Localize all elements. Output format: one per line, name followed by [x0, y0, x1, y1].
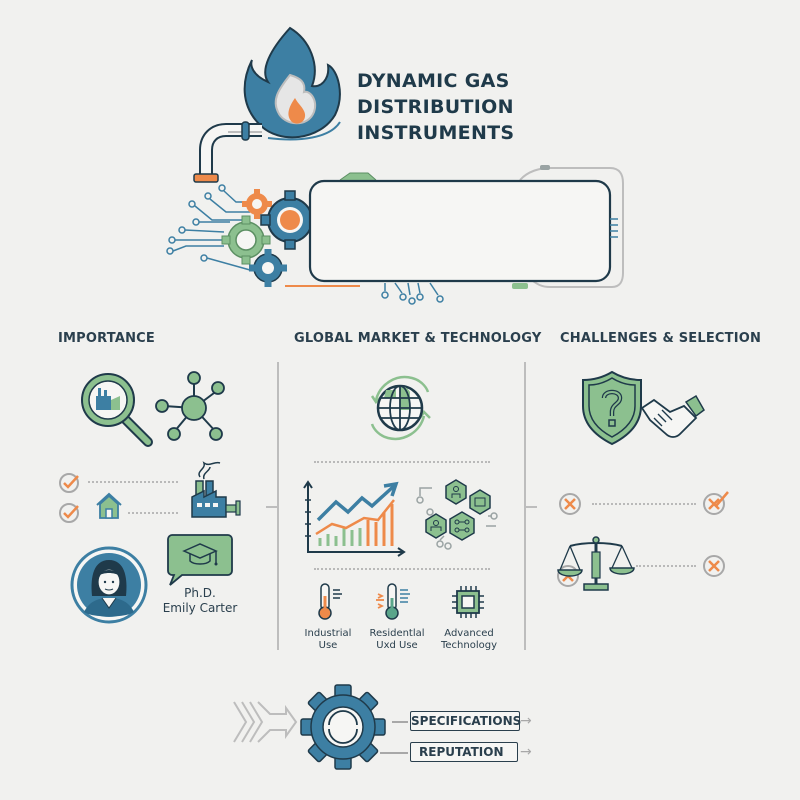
title-line-1: DYNAMIC GAS — [357, 70, 510, 92]
dotted-connector — [636, 565, 696, 567]
connector-line — [392, 721, 408, 723]
use-label-advanced: Advanced Technology — [434, 628, 504, 652]
use-label-line2: Technology — [440, 640, 497, 651]
arrow-right-icon: → — [520, 713, 532, 729]
use-label-line1: Residentlal — [369, 628, 425, 639]
graduation-cap-icon — [167, 534, 233, 586]
magnifier-factory-icon — [81, 373, 153, 447]
arrow-right-icon: → — [520, 744, 532, 760]
expert-label: Ph.D. Emily Carter — [150, 586, 250, 616]
network-hub-icon — [155, 371, 225, 441]
header: DYNAMIC GAS DISTRIBUTION INSTRUMENTS — [0, 0, 800, 305]
divider-right-tick — [525, 506, 537, 508]
growth-chart-icon — [303, 480, 406, 557]
dotted-connector — [592, 503, 696, 505]
section-title-global-market: GLOBAL MARKET & TECHNOLOGY — [294, 331, 542, 346]
section-title-importance: IMPORTANCE — [58, 331, 155, 346]
use-label-residential: Residentlal Uxd Use — [364, 628, 430, 652]
title-line-2: DISTRIBUTION — [357, 96, 514, 118]
flame-pipe-icon — [193, 26, 341, 183]
globe-cycle-icon — [370, 375, 431, 441]
avatar[interactable] — [70, 546, 148, 624]
x-check-circle-icon[interactable] — [702, 490, 730, 518]
use-label-industrial: Industrial Use — [298, 628, 358, 652]
use-label-line2: Uxd Use — [376, 640, 418, 651]
x-circle-icon[interactable] — [702, 554, 726, 578]
house-icon — [96, 492, 122, 519]
dotted-connector — [88, 481, 178, 483]
banner-text — [320, 190, 610, 270]
divider-left-tick — [266, 506, 278, 508]
use-label-line1: Advanced — [444, 628, 494, 639]
dotted-connector — [314, 568, 490, 570]
use-label-line1: Industrial — [304, 628, 352, 639]
shield-question-icon — [582, 370, 642, 446]
title-line-3: INSTRUMENTS — [357, 122, 515, 144]
divider-left — [277, 362, 279, 650]
chevron-arrows-icon — [233, 701, 298, 743]
expert-name: Emily Carter — [162, 601, 238, 615]
connector-line — [380, 752, 408, 754]
dotted-connector — [128, 512, 178, 514]
banner-frame — [308, 165, 624, 305]
central-gear-icon — [300, 684, 386, 770]
x-circle-icon[interactable] — [558, 492, 582, 516]
section-title-challenges: CHALLENGES & SELECTION — [560, 331, 762, 346]
use-label-line2: Use — [318, 640, 338, 651]
specifications-button[interactable]: SPECIFICATIONS — [410, 711, 521, 731]
expert-degree: Ph.D. — [184, 586, 216, 600]
thermometer-icon — [318, 583, 342, 620]
check-icon[interactable] — [58, 472, 80, 494]
page-title: DYNAMIC GAS DISTRIBUTION INSTRUMENTS — [357, 68, 514, 146]
dotted-connector — [314, 461, 490, 463]
hexagon-tech-icon — [416, 479, 498, 550]
check-icon[interactable] — [58, 502, 80, 524]
reputation-button[interactable]: REPUTATION — [410, 742, 518, 762]
factory-icon — [191, 461, 241, 518]
scales-icon — [557, 536, 635, 591]
handshake-icon — [640, 394, 705, 438]
gears-circuit-icon — [166, 184, 360, 287]
chip-icon — [452, 586, 484, 618]
thermometer-heat-icon — [376, 583, 410, 620]
